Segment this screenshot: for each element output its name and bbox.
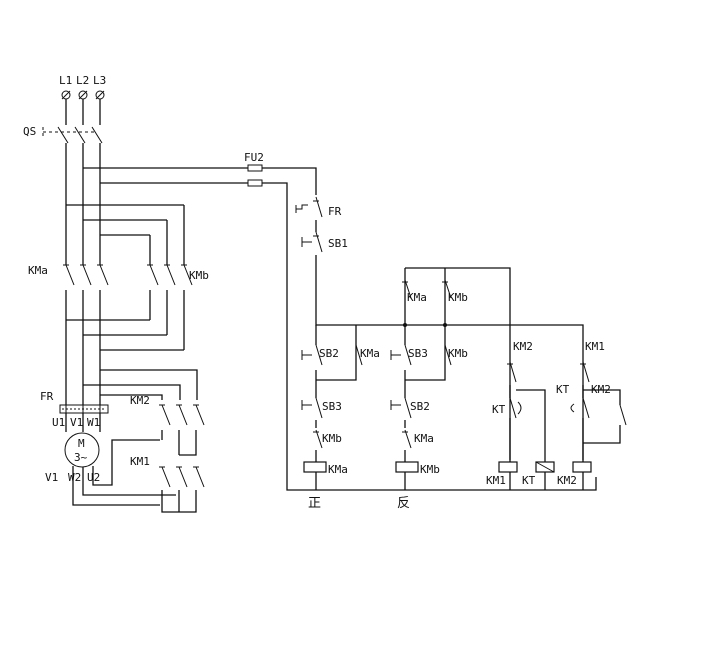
supply-label-l1: L1 (59, 74, 72, 87)
sb3-rev-label: SB3 (408, 347, 428, 360)
kmb-main-contacts (147, 205, 193, 350)
supply-label-l2: L2 (76, 74, 89, 87)
control-circuit: FU2 FR SB1 KMa KMb (244, 151, 627, 511)
reverse-label: 反 (397, 496, 410, 511)
kma-main-contacts (63, 264, 109, 286)
motor-u1-label: U1 (52, 416, 65, 429)
km1-nc-label: KM1 (585, 340, 605, 353)
km2-coil-label: KM2 (557, 474, 577, 487)
reverse-branch (390, 325, 452, 490)
kma-fwd-hold-label: KMa (360, 347, 380, 360)
km1-power-label: KM1 (130, 455, 150, 468)
parallel-contacts-top (402, 279, 452, 299)
forward-branch (301, 325, 363, 490)
kmb-coil-label: KMb (420, 463, 440, 476)
motor-w2-label: W2 (68, 471, 81, 484)
supply-terminals (61, 90, 105, 100)
fr-nc-contact (295, 196, 323, 218)
control-supply-taps (83, 167, 248, 184)
supply-label-l3: L3 (93, 74, 106, 87)
kma-coil-label: KMa (328, 463, 348, 476)
motor-v1b-label: V1 (45, 471, 58, 484)
km2-nc-label: KM2 (513, 340, 533, 353)
power-circuit: L1 L2 L3 QS KMa KMb (23, 74, 248, 513)
sb3-fwd-label: SB3 (322, 400, 342, 413)
forward-label: 正 (308, 496, 321, 511)
km2-power-contacts (159, 404, 205, 456)
kmb-top-label: KMb (448, 291, 468, 304)
fu2-label: FU2 (244, 151, 264, 164)
kma-top-label: KMa (407, 291, 427, 304)
km2-hold-label: KM2 (591, 383, 611, 396)
fr-control-label: FR (328, 205, 342, 218)
motor-phase-label: 3~ (74, 451, 88, 464)
motor-v1-label: V1 (70, 416, 83, 429)
motor-star-delta-leads (72, 439, 176, 506)
motor-m-label: M (78, 437, 85, 450)
motor: M 3~ (64, 432, 100, 468)
fr-thermal-element (59, 404, 109, 414)
kt-inst-label: KT (556, 383, 570, 396)
qs-label: QS (23, 125, 36, 138)
km1-coil-label: KM1 (486, 474, 506, 487)
sb2-rev-label: SB2 (410, 400, 430, 413)
kmb-main-label: KMb (189, 269, 209, 282)
sb1-label: SB1 (328, 237, 348, 250)
kt-coil-label: KT (522, 474, 536, 487)
motor-leads (65, 413, 101, 432)
kmb-bridge-wires (66, 204, 184, 351)
qs-switch (42, 99, 103, 144)
kt-delay-label: KT (492, 403, 506, 416)
kma-main-label: KMa (28, 264, 48, 277)
timer-section (498, 361, 627, 490)
phase-rails (65, 143, 101, 405)
sb2-fwd-label: SB2 (319, 347, 339, 360)
fr-power-label: FR (40, 390, 54, 403)
km-feeders (83, 369, 198, 400)
km2-power-label: KM2 (130, 394, 150, 407)
kmb-fwd-interlock-label: KMb (322, 432, 342, 445)
kmb-rev-hold-label: KMb (448, 347, 468, 360)
km1-power-contacts (159, 466, 205, 513)
sb1-stop-button (301, 220, 584, 460)
motor-w1-label: W1 (87, 416, 100, 429)
fu2-fuses (247, 164, 597, 491)
kma-rev-interlock-label: KMa (414, 432, 434, 445)
